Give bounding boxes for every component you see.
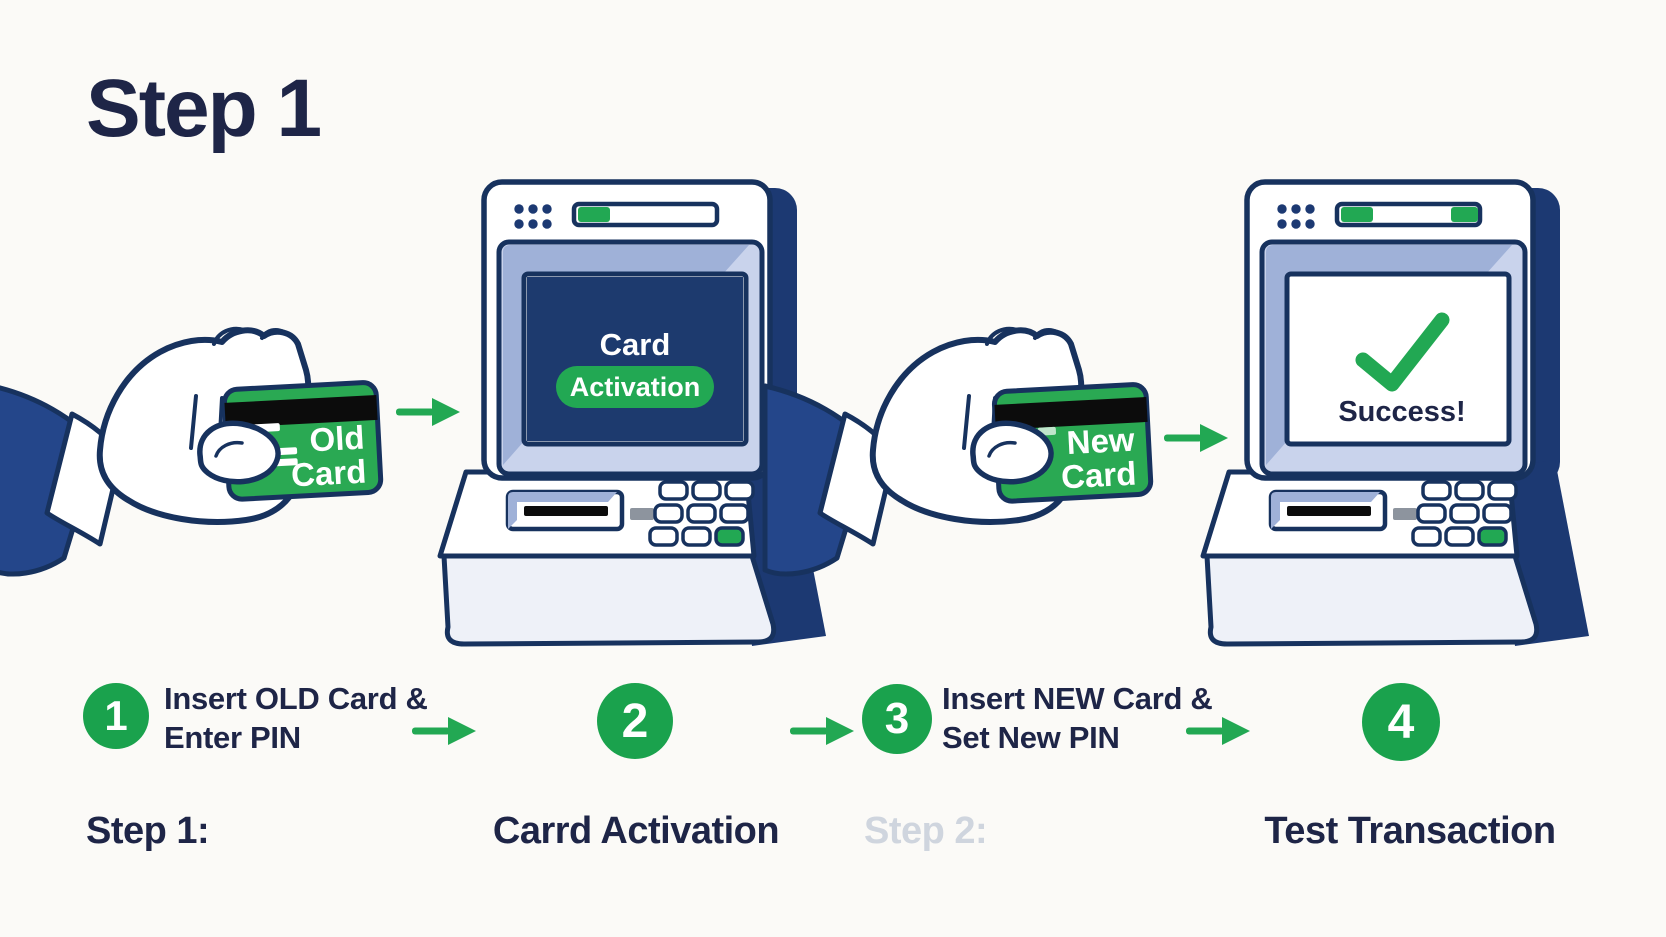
screen-button-label: Activation: [570, 372, 701, 402]
progress-fill: [578, 207, 610, 222]
step-label-line1: Insert OLD Card &: [164, 681, 428, 716]
step-number: 4: [1387, 695, 1415, 749]
step-number: 1: [104, 692, 128, 739]
screen-status: Success!: [1338, 396, 1465, 428]
progress-fill-right: [1451, 207, 1478, 222]
hand-new-card: New Card: [765, 329, 1154, 574]
arrow-right-icon: [790, 717, 854, 745]
step-badge-4: 4: [1362, 683, 1440, 761]
magstripe-icon: [224, 394, 378, 428]
checkmark-icon: [1355, 312, 1450, 392]
atm-success: Success!: [1203, 182, 1589, 646]
caption-card-activation: Carrd Activation: [492, 810, 780, 852]
screen-title: Card: [600, 327, 671, 362]
step-number: 3: [884, 694, 910, 743]
card-label-line2: Card: [290, 453, 367, 494]
thumb: [973, 423, 1051, 481]
card-label-line2: Card: [1060, 455, 1137, 496]
caption-test-transaction: Test Transaction: [1264, 810, 1556, 852]
step-badge-2: 2: [597, 683, 673, 759]
step-label-line2: Enter PIN: [164, 720, 301, 755]
hand-old-card: Old Card: [0, 329, 384, 574]
thumb: [200, 423, 278, 481]
step-number: 2: [621, 694, 649, 748]
step-1-label: Insert OLD Card & Enter PIN: [164, 679, 428, 757]
card-label-line1: New: [1066, 421, 1136, 462]
card-label-line1: Old: [309, 419, 366, 459]
step-label-line1: Insert NEW Card &: [942, 681, 1213, 716]
activation-pill: [556, 366, 714, 408]
step-badge-3: 3: [862, 684, 932, 754]
step-badge-1: 1: [83, 683, 149, 749]
caption-step-2: Step 2:: [864, 810, 988, 852]
step-label-line2: Set New PIN: [942, 720, 1120, 755]
arrow-right-icon: [1164, 424, 1228, 452]
atm-card-activation: Card Activation: [440, 182, 826, 646]
progress-fill: [1341, 207, 1373, 222]
magstripe-icon: [994, 396, 1148, 430]
caption-step-1: Step 1:: [86, 810, 210, 852]
step-3-label: Insert NEW Card & Set New PIN: [942, 679, 1213, 757]
arrow-right-icon: [396, 398, 460, 426]
atm-screen: Card Activation: [527, 277, 743, 441]
page-title: Step 1: [86, 63, 322, 154]
atm-screen: Success!: [1290, 277, 1506, 441]
